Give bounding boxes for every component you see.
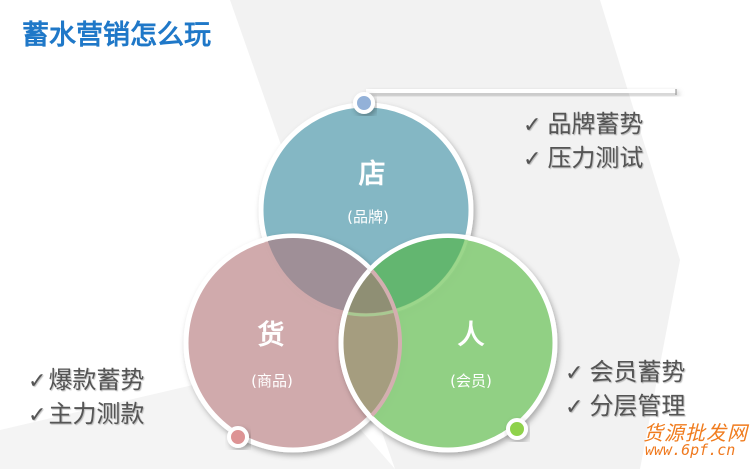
people-dot (506, 418, 528, 440)
people-sublabel: (会员) (450, 372, 492, 390)
goods-bullet-list: ✓爆款蓄势 ✓主力测款 (28, 364, 144, 432)
goods-dot (227, 426, 249, 448)
list-item: ✓会员蓄势 (565, 358, 686, 386)
store-label: 店 (359, 159, 386, 190)
store-bullet-list: ✓品牌蓄势 ✓压力测试 (523, 108, 643, 176)
list-item: ✓分层管理 (565, 392, 686, 420)
connector-store (366, 89, 677, 95)
check-icon: ✓ (565, 395, 584, 420)
check-icon: ✓ (28, 369, 47, 394)
goods-sublabel: (商品) (251, 372, 293, 390)
page-title: 蓄水营销怎么玩 (22, 20, 211, 51)
list-item: ✓品牌蓄势 (523, 110, 644, 138)
check-icon: ✓ (565, 361, 584, 386)
store-dot (353, 92, 375, 114)
goods-label: 货 (258, 319, 285, 351)
list-item: ✓压力测试 (523, 144, 644, 172)
store-sublabel: (品牌) (347, 208, 389, 226)
people-label: 人 (458, 320, 485, 351)
check-icon: ✓ (523, 147, 542, 172)
check-icon: ✓ (523, 113, 542, 138)
watermark-title: 货源批发网 (643, 421, 748, 445)
watermark-url: www.6pf.cn (645, 441, 736, 459)
list-item: ✓爆款蓄势 (28, 366, 145, 394)
check-icon: ✓ (28, 403, 47, 428)
list-item: ✓主力测款 (28, 400, 145, 428)
people-bullet-list: ✓会员蓄势 ✓分层管理 (565, 356, 685, 424)
